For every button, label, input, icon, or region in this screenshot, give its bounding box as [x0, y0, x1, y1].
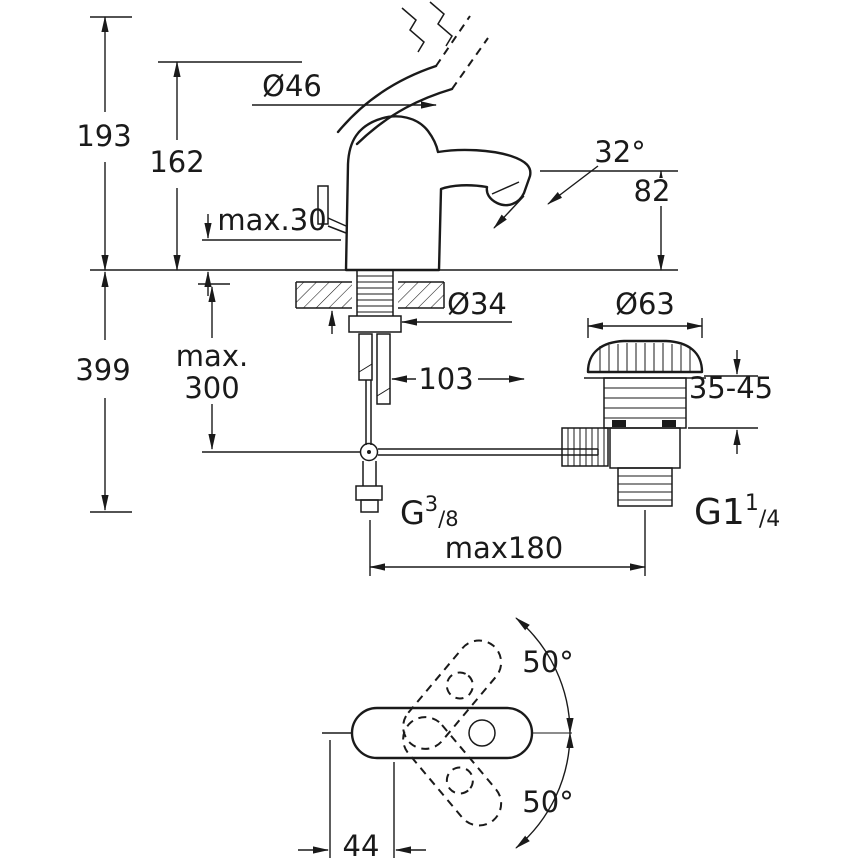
side-view	[90, 1, 706, 513]
dim-162-label: 162	[149, 145, 204, 179]
dim-max300-label-line2: 300	[184, 371, 239, 405]
dim-44-label: 44	[343, 829, 380, 863]
bottom-view	[298, 617, 574, 858]
handle-dashed-extension	[435, 15, 489, 90]
supply-hoses	[355, 333, 391, 513]
mounting-shank	[348, 270, 402, 333]
swing-arc-up	[515, 617, 574, 734]
dimension-lines	[90, 16, 758, 576]
swing-angle-bottom-label: 50°	[522, 785, 573, 819]
dim-103-label: 103	[418, 362, 473, 396]
popup-linkage-rod	[378, 448, 599, 456]
cartridge-circle	[468, 719, 496, 747]
labels: 193 162 max.30 Ø46 32° 82 399 max. 300 Ø…	[75, 69, 780, 863]
swing-angle-top-label: 50°	[522, 645, 573, 679]
handle-swing-down	[402, 716, 503, 827]
dim-399-label: 399	[75, 353, 130, 387]
plan-body-outline	[350, 706, 534, 760]
dim-max180-label: max180	[445, 531, 564, 565]
handle-outline	[336, 64, 454, 146]
dim-193-label: 193	[76, 119, 131, 153]
dim-82-label: 82	[634, 174, 671, 208]
thread-g38-label: G3/8	[400, 492, 459, 532]
dim-max300-label-line1: max.	[176, 339, 248, 373]
swing-arc-down	[515, 732, 574, 849]
range-35-45-label: 35-45	[689, 371, 773, 405]
thread-g114-label: G11/4	[694, 491, 780, 533]
handle-swing-up	[402, 639, 503, 750]
break-lines	[401, 1, 453, 53]
aerator-line	[491, 181, 520, 195]
drain-assembly	[561, 339, 706, 507]
faucet-body-outline	[344, 115, 532, 272]
dim-max30-label: max.30	[217, 203, 326, 237]
dia-46-label: Ø46	[262, 69, 322, 103]
dia-63-label: Ø63	[615, 287, 675, 321]
dia-34-label: Ø34	[447, 287, 507, 321]
popup-rod	[317, 185, 347, 234]
angle-32-label: 32°	[594, 135, 645, 169]
counter-slab-hatch	[295, 281, 445, 309]
